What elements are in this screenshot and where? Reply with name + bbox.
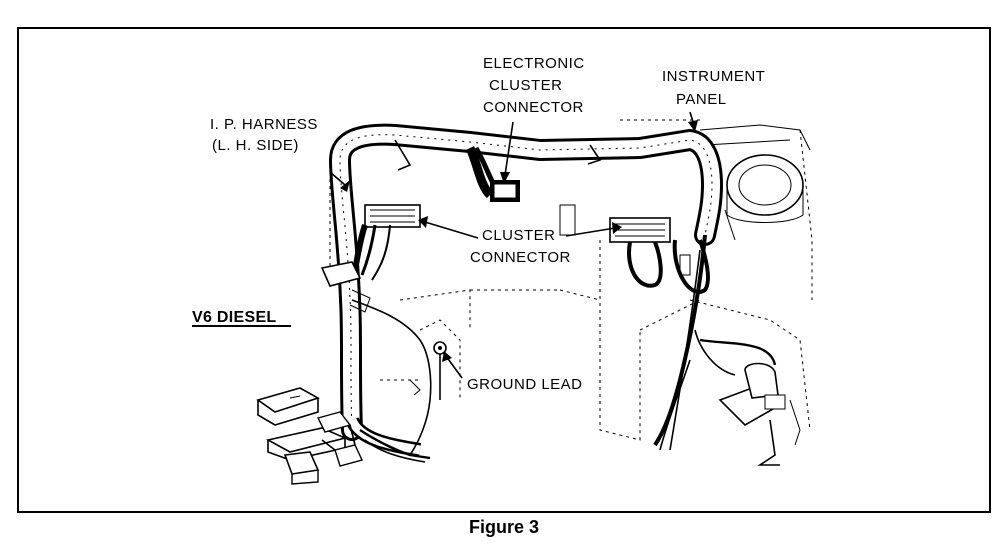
ground-lead	[351, 299, 447, 456]
electronic-cluster-connector	[465, 146, 520, 202]
bottom-left-components	[256, 387, 431, 485]
left-harness-clip	[320, 261, 371, 313]
cluster-connector-label-line2: CONNECTOR	[470, 249, 571, 266]
instrument-panel-label-line2: PANEL	[676, 91, 727, 108]
instrument-panel-outline	[329, 119, 813, 441]
ground-lead-label: GROUND LEAD	[467, 376, 583, 393]
electronic-cluster-label-line2: CLUSTER	[489, 77, 563, 94]
electronic-cluster-label-line3: CONNECTOR	[483, 99, 584, 116]
ip-harness-label-line2: (L. H. SIDE)	[212, 137, 299, 154]
right-cluster-connector	[609, 217, 710, 294]
instrument-panel-label-line1: INSTRUMENT	[662, 68, 765, 85]
ip-harness-bundle	[328, 123, 724, 457]
electronic-cluster-label-line1: ELECTRONIC	[483, 55, 585, 72]
right-relay-module	[718, 362, 801, 466]
left-cluster-connector	[352, 204, 421, 281]
figure-frame	[17, 27, 991, 513]
right-wire-run	[653, 234, 777, 451]
leader-lines	[329, 111, 698, 379]
cluster-connector-label-line1: CLUSTER	[482, 227, 556, 244]
vent-assembly	[724, 154, 804, 241]
engine-variant-label: V6 DIESEL	[192, 309, 277, 326]
figure-caption: Figure 3	[468, 517, 539, 537]
ip-harness-label-line1: I. P. HARNESS	[210, 116, 318, 133]
